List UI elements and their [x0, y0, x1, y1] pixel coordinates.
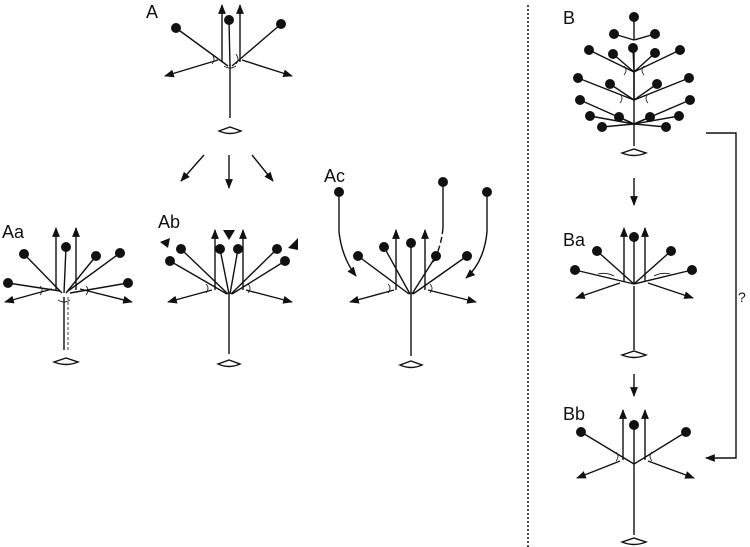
- branch-diagram-bb: [576, 409, 695, 546]
- branch-diagram-ab: [160, 229, 298, 368]
- panel-ba: Ba: [563, 227, 697, 397]
- branch-diagram-aa: [3, 227, 133, 366]
- panel-aa-label: Aa: [2, 222, 25, 242]
- panel-aa: Aa: [2, 222, 133, 366]
- branch-diagram-b: [573, 12, 695, 157]
- panel-ab: Ab: [158, 212, 298, 368]
- panel-b: B: [563, 8, 695, 206]
- panel-bb-label: Bb: [563, 404, 585, 424]
- branch-diagram-a: [164, 4, 293, 135]
- panel-a: A: [146, 2, 293, 189]
- branch-diagram-ba: [570, 227, 697, 359]
- question-connector: ?: [705, 132, 746, 462]
- branch-diagram-ac: [334, 177, 492, 369]
- panel-a-label: A: [146, 2, 158, 22]
- panel-bb: Bb: [563, 404, 695, 546]
- panel-ac-label: Ac: [324, 166, 345, 186]
- panel-ac: Ac: [324, 166, 492, 369]
- question-mark-label: ?: [738, 289, 746, 305]
- panel-b-label: B: [563, 8, 575, 28]
- panel-ab-label: Ab: [158, 212, 180, 232]
- panel-ba-label: Ba: [563, 230, 586, 250]
